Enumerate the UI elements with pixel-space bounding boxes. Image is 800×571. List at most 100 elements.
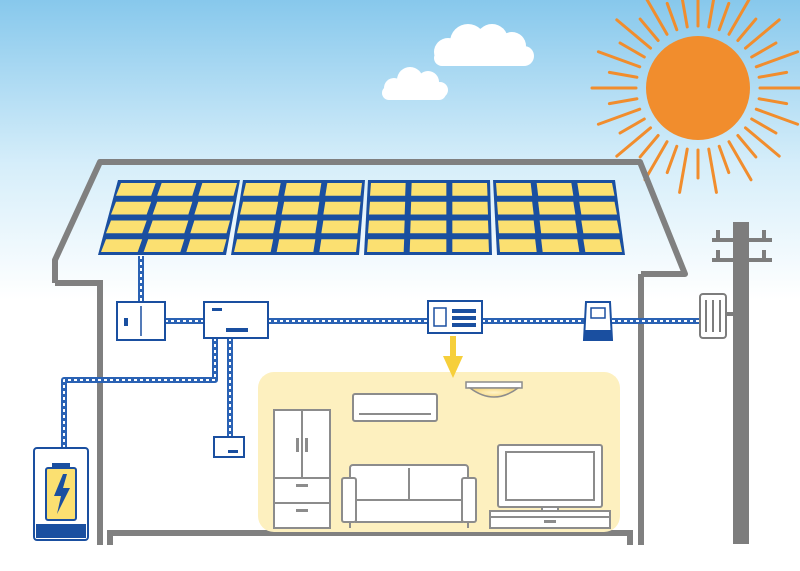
solar-cell [325, 183, 362, 196]
sun-ray [638, 133, 660, 159]
sun-ray [643, 140, 669, 182]
sun-ray [717, 144, 731, 175]
solar-cell [496, 183, 533, 196]
solar-cell [190, 220, 230, 234]
power-conditioner-icon [203, 301, 269, 339]
solar-cell [538, 201, 576, 215]
solar-cell [279, 220, 318, 234]
sun-ray [754, 50, 800, 69]
sun-ray [680, 0, 689, 29]
sun-disc [646, 36, 750, 140]
solar-cell [243, 183, 281, 196]
sun-ray [743, 126, 781, 158]
utility-pole-icon [699, 222, 772, 544]
house-floor [107, 530, 633, 545]
sun-ray [615, 126, 653, 158]
solar-cell [452, 239, 489, 252]
sun-ray [618, 41, 646, 59]
down-arrow-icon [443, 336, 463, 378]
solar-cell [143, 239, 185, 252]
solar-cell [539, 220, 578, 234]
solar-cell [276, 239, 316, 252]
solar-cell [186, 239, 227, 252]
solar-cell [157, 183, 197, 196]
solar-panel [364, 180, 492, 255]
solar-panel [231, 180, 365, 255]
sun-ray [615, 18, 653, 50]
solar-cell [577, 183, 615, 196]
solar-cell [581, 220, 620, 234]
sun-ray [757, 97, 789, 106]
cloud-icon [382, 67, 448, 100]
solar-panel [98, 180, 240, 255]
sun-ray [607, 70, 639, 79]
storage-battery-icon [33, 447, 89, 541]
house-roof [52, 159, 688, 283]
solar-cell [111, 201, 152, 215]
sun-ray [727, 0, 751, 36]
sun-ray [757, 70, 789, 79]
ceiling-light-icon [465, 381, 523, 398]
sun-ray [743, 18, 781, 50]
connection-box-icon [116, 301, 166, 341]
solar-cell [152, 201, 193, 215]
sun-icon [590, 0, 800, 194]
solar-cell [101, 239, 143, 252]
solar-cell [369, 201, 406, 215]
power-meter-icon [582, 301, 614, 341]
solar-cell [116, 183, 156, 196]
sun-ray [707, 0, 716, 29]
solar-cell [148, 220, 189, 234]
sun-ray [665, 1, 679, 32]
solar-cell [237, 220, 276, 234]
solar-cell [497, 201, 534, 215]
sun-ray [638, 17, 660, 43]
sun-ray [596, 107, 642, 126]
sun-ray [750, 41, 778, 59]
wire-dash [63, 338, 216, 448]
solar-cell [579, 201, 617, 215]
solar-cell [284, 183, 322, 196]
wiring [61, 256, 700, 448]
solar-cell [106, 220, 147, 234]
solar-panel-array [98, 180, 625, 255]
solar-cell [370, 183, 406, 196]
solar-cell [194, 201, 234, 215]
solar-cell [583, 239, 622, 252]
sun-ray [665, 144, 679, 175]
sofa-icon [341, 464, 477, 528]
house-left-wall [55, 280, 103, 545]
air-conditioner-icon [352, 393, 438, 422]
solar-cell [499, 239, 537, 252]
solar-cell [498, 220, 536, 234]
sun-ray [736, 17, 758, 43]
lightning-bolt-icon [54, 474, 70, 514]
solar-cell [452, 201, 488, 215]
solar-cell [323, 201, 361, 215]
solar-cell [234, 239, 274, 252]
sun-ray [754, 107, 800, 126]
sun-ray [607, 97, 639, 106]
sun-ray [736, 133, 758, 159]
solar-cell [240, 201, 279, 215]
sun-ray [707, 147, 718, 194]
solar-cell [367, 239, 405, 252]
solar-cell [452, 183, 488, 196]
solar-cell [321, 220, 359, 234]
sun-ray [596, 50, 642, 69]
solar-cell [198, 183, 237, 196]
solar-cell [319, 239, 358, 252]
solar-cell [411, 183, 447, 196]
solar-cell [452, 220, 489, 234]
outlet-box-icon [213, 436, 245, 458]
sun-ray [727, 140, 753, 182]
sun-ray [750, 117, 778, 135]
distribution-board-icon [427, 300, 483, 334]
wire [61, 338, 218, 448]
sun-ray [645, 0, 669, 36]
sun-ray [618, 117, 646, 135]
solar-cell [410, 201, 447, 215]
television-icon [489, 444, 611, 529]
sun-ray [717, 1, 731, 32]
